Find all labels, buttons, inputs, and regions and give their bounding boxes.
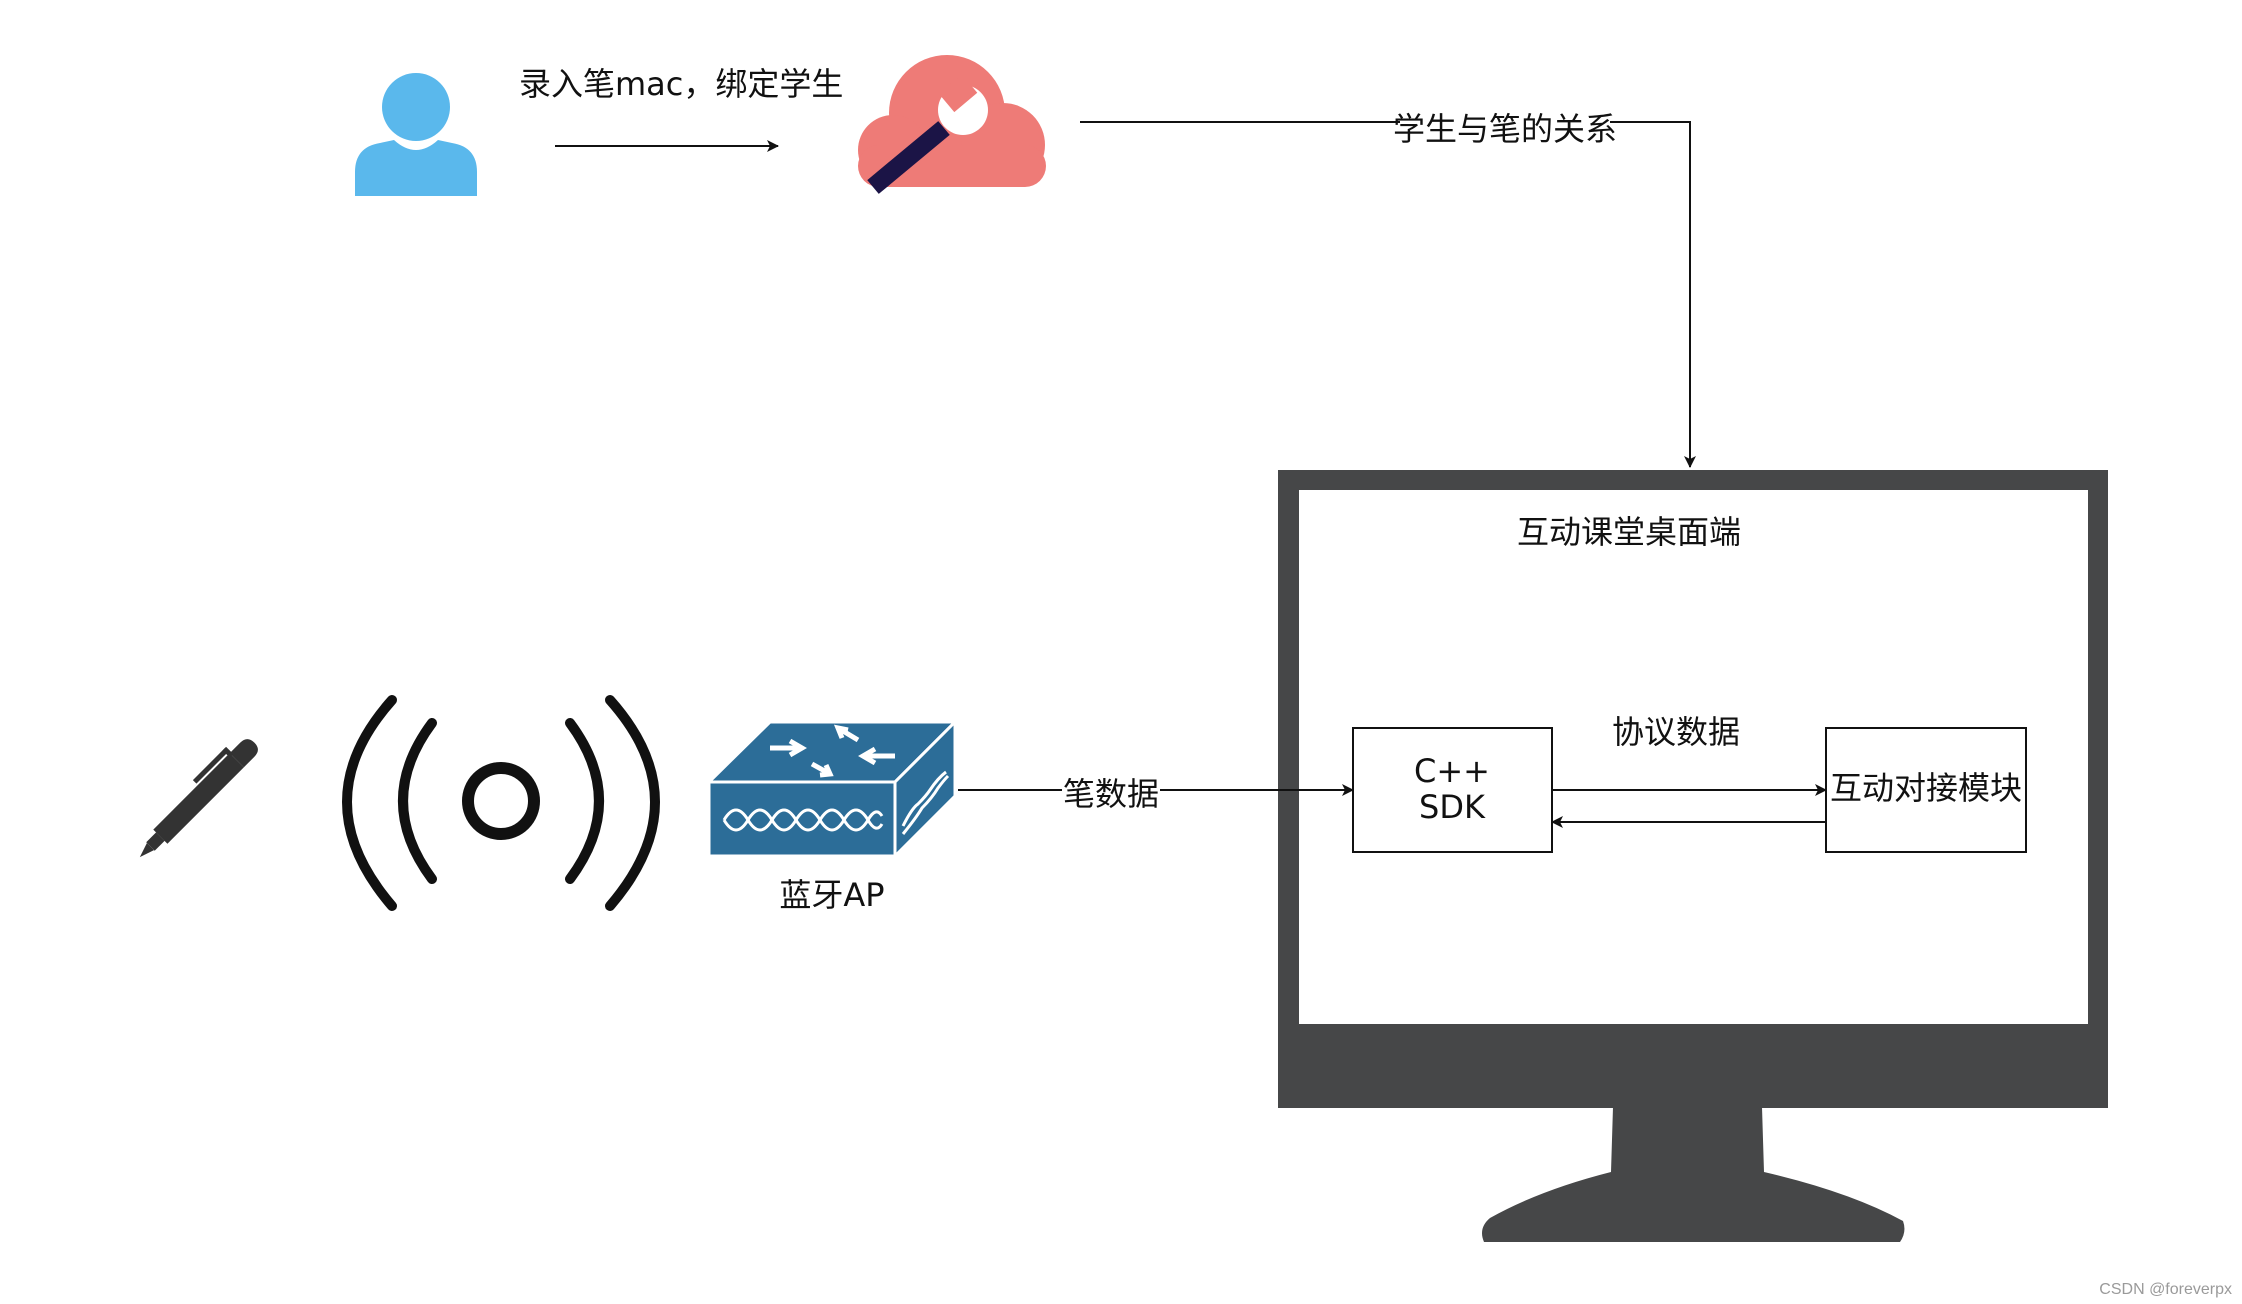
bluetooth-ap-label: 蓝牙AP (779, 876, 884, 914)
relation-label-bg (1400, 104, 1610, 148)
interaction-module-box (1825, 727, 2027, 853)
user-icon (355, 73, 477, 196)
monitor-icon (1278, 470, 2108, 1242)
relation-label: 学生与笔的关系 (1393, 110, 1617, 148)
sdk-label-line2: SDK (1419, 788, 1486, 826)
pen-data-label: 笔数据 (1063, 775, 1159, 813)
switch-icon (705, 718, 959, 860)
desktop-title: 互动课堂桌面端 (1517, 513, 1741, 551)
sdk-label-line1: C++ (1414, 752, 1490, 790)
relation-connector (1080, 121, 1696, 468)
cloud-wrench-icon (858, 55, 1046, 194)
pen-icon (139, 739, 258, 858)
protocol-label: 协议数据 (1612, 713, 1740, 751)
sdk-box (1352, 727, 1553, 853)
wireless-signal-icon (342, 695, 660, 911)
interaction-module-label: 互动对接模块 (1830, 769, 2022, 807)
watermark: CSDN @foreverpx (2099, 1281, 2232, 1298)
pen-data-label-bg (1062, 772, 1160, 812)
enroll-label: 录入笔mac，绑定学生 (519, 65, 843, 103)
